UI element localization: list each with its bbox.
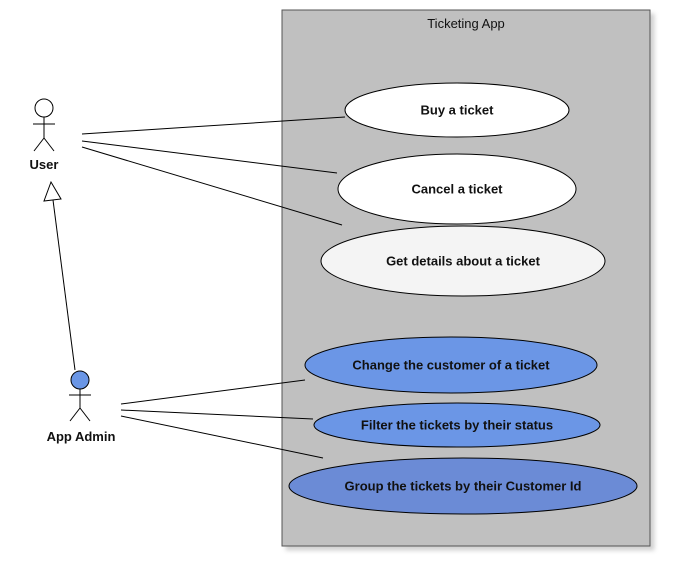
actor-user-label: User — [30, 157, 59, 172]
generalization-admin-user — [43, 180, 76, 371]
admin-associations — [120, 379, 324, 459]
use-case-buy[interactable]: Buy a ticket — [344, 82, 570, 138]
actor-admin-left-leg — [69, 407, 81, 422]
use-case-cancel-ellipse[interactable] — [337, 153, 577, 225]
generalization-line — [52, 199, 76, 371]
association-user-cancel — [81, 140, 338, 174]
use-case-group-customer[interactable]: Group the tickets by their Customer Id — [288, 457, 638, 515]
system-title: Ticketing App — [427, 16, 505, 31]
use-case-change-customer-ellipse[interactable] — [304, 336, 598, 394]
use-case-cancel-label: Cancel a ticket — [411, 181, 503, 196]
use-case-group-customer-label: Group the tickets by their Customer Id — [345, 478, 582, 493]
generalization-arrowhead — [43, 180, 62, 202]
use-case-details-label: Get details about a ticket — [386, 253, 541, 268]
actor-app-admin[interactable]: App Admin — [47, 370, 116, 444]
use-case-cancel[interactable]: Cancel a ticket — [337, 153, 577, 225]
use-case-change-customer[interactable]: Change the customer of a ticket — [304, 336, 598, 394]
use-case-buy-ellipse[interactable] — [344, 82, 570, 138]
use-case-details[interactable]: Get details about a ticket — [320, 225, 606, 297]
actor-user[interactable]: User — [30, 98, 59, 172]
association-user-buy — [81, 116, 346, 135]
actor-admin-label: App Admin — [47, 429, 116, 444]
association-user-details — [81, 146, 343, 226]
actor-user-left-leg — [33, 137, 45, 152]
actor-admin-head — [70, 370, 90, 390]
association-admin-change-customer — [120, 379, 306, 405]
actor-user-right-leg — [43, 137, 55, 152]
use-case-group-customer-ellipse[interactable] — [288, 457, 638, 515]
use-case-buy-label: Buy a ticket — [421, 102, 495, 117]
actor-admin-right-leg — [79, 407, 91, 422]
association-admin-filter-status — [120, 409, 314, 420]
association-admin-group-customer — [120, 415, 324, 459]
use-case-filter-status[interactable]: Filter the tickets by their status — [313, 402, 601, 448]
user-associations — [81, 116, 346, 226]
use-case-details-ellipse[interactable] — [320, 225, 606, 297]
use-case-filter-status-label: Filter the tickets by their status — [361, 417, 553, 432]
use-case-change-customer-label: Change the customer of a ticket — [352, 357, 550, 372]
actor-user-head — [34, 98, 54, 118]
use-case-filter-status-ellipse[interactable] — [313, 402, 601, 448]
